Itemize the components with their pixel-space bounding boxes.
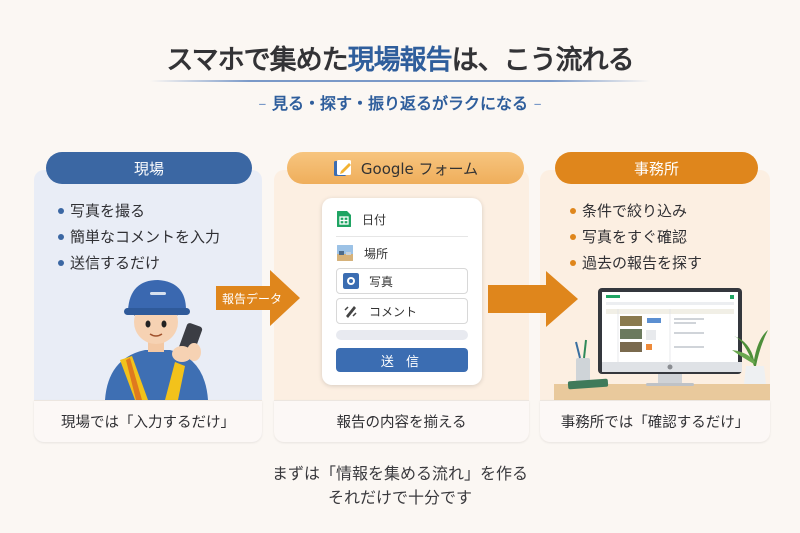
bullet-item: 送信するだけ [58,250,220,276]
title-part: スマホで集めた [166,45,348,76]
bullet-text: 送信するだけ [70,254,161,272]
field-label-pill: 現場 [46,152,252,184]
submit-button[interactable]: 送 信 [336,348,468,372]
google-forms-icon [333,160,351,176]
form-divider [336,236,468,237]
form-card: 日付 場所 写真 [322,198,482,385]
bullet-dot-icon [570,234,576,240]
page-title: スマホで集めた現場報告は、こう流れる [0,38,800,77]
empty-input-bar [336,330,468,340]
closing-message: まずは「情報を集める流れ」を作る それだけで十分です [0,462,800,510]
subtitle-text: 見る・探す・振り返るがラクになる [271,94,528,113]
bullet-dot-icon [58,234,64,240]
office-label-pill: 事務所 [555,152,758,184]
closing-line: まずは「情報を集める流れ」を作る [271,464,528,483]
bullet-item: 写真をすぐ確認 [570,224,702,250]
bullet-text: 写真をすぐ確認 [582,228,688,246]
photo-field[interactable]: 写真 [336,268,468,294]
bullet-text: 条件で絞り込み [582,202,688,220]
place-field[interactable]: 場所 [336,242,468,264]
closing-line: それだけで十分です [327,488,472,507]
calendar-sheet-icon [337,211,351,227]
arrow-right-icon [216,270,300,326]
desktop-spreadsheet-icon [554,288,770,400]
bullet-item: 簡単なコメントを入力 [58,224,220,250]
google-form-label-pill: Google フォーム [287,152,524,184]
office-bullet-list: 条件で絞り込み 写真をすぐ確認 過去の報告を探す [570,198,702,276]
bullet-text: 簡単なコメントを入力 [70,228,221,246]
bullet-item: 写真を撮る [58,198,220,224]
bullet-item: 条件で絞り込み [570,198,702,224]
arrow-right-icon [488,271,578,327]
comment-field[interactable]: コメント [336,298,468,324]
subtitle-dash: – [258,94,267,113]
title-part: は、こう流れる [451,45,635,76]
bullet-text: 過去の報告を探す [582,254,703,272]
office-footer: 事務所では「確認するだけ」 [540,400,770,442]
worker-with-smartphone-icon [105,280,208,400]
date-field[interactable]: 日付 [336,208,468,230]
comment-field-label: コメント [369,304,418,319]
bullet-item: 過去の報告を探す [570,250,702,276]
camera-icon [343,273,359,289]
location-photo-icon [337,245,353,261]
place-field-label: 場所 [364,246,389,261]
field-bullet-list: 写真を撮る 簡単なコメントを入力 送信するだけ [58,198,220,276]
subtitle-dash: – [533,94,542,113]
field-footer: 現場では「入力するだけ」 [34,400,262,442]
google-form-panel: 日付 場所 写真 [274,170,529,442]
google-form-label: Google フォーム [360,159,479,178]
title-accent: 現場報告 [347,45,453,76]
bullet-dot-icon [58,208,64,214]
title-divider [150,80,650,82]
arrow-label: 報告データ [222,292,283,306]
form-footer: 報告の内容を揃える [274,400,529,442]
pen-icon [344,306,357,318]
date-field-label: 日付 [362,212,387,227]
photo-field-label: 写真 [369,274,394,289]
bullet-dot-icon [570,208,576,214]
bullet-text: 写真を撮る [70,202,146,220]
bullet-dot-icon [570,260,576,266]
office-panel: 条件で絞り込み 写真をすぐ確認 過去の報告を探す [540,170,770,442]
subtitle: – 見る・探す・振り返るがラクになる – [0,90,800,114]
bullet-dot-icon [58,260,64,266]
